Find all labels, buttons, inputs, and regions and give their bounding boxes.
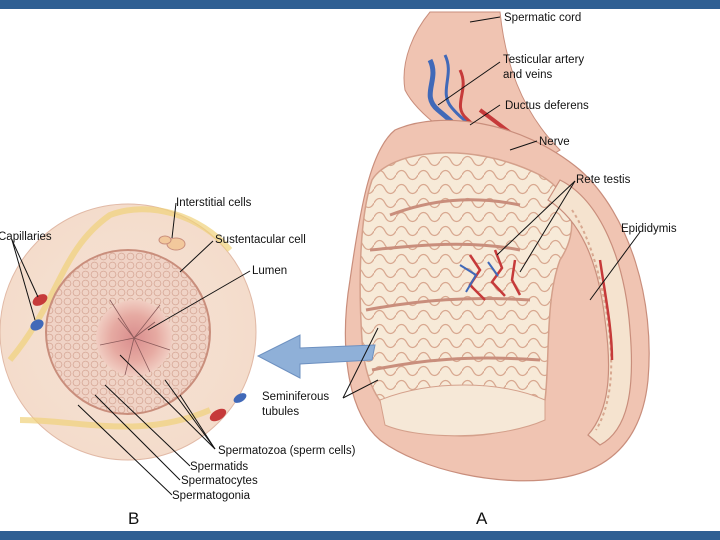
label-sustentacular-cell: Sustentacular cell (215, 234, 306, 246)
leader-lines (11, 16, 641, 496)
label-nerve: Nerve (539, 136, 570, 148)
label-rete-testis: Rete testis (576, 174, 631, 186)
label-spermatozoa: Spermatozoa (sperm cells) (218, 445, 356, 457)
label-and-veins: and veins (503, 69, 552, 81)
label-spermatic-cord: Spermatic cord (504, 12, 581, 24)
top-frame-bar (0, 0, 720, 9)
capillary-red (32, 294, 48, 306)
testis-illustration (256, 11, 650, 482)
label-spermatids: Spermatids (190, 461, 248, 473)
label-spermatogonia: Spermatogonia (172, 490, 251, 502)
label-capillaries: Capillaries (0, 231, 52, 243)
label-interstitial-cells: Interstitial cells (176, 197, 252, 209)
label-seminiferous: Seminiferous (262, 391, 329, 403)
zoom-arrow (256, 334, 376, 379)
label-tubules: tubules (262, 406, 299, 418)
testis-diagram: Spermatic cord Testicular artery and vei… (0, 11, 677, 528)
panel-letter-b: B (128, 509, 139, 528)
label-epididymis: Epididymis (621, 223, 677, 235)
label-ductus-deferens: Ductus deferens (505, 100, 589, 112)
panel-letter-a: A (476, 509, 488, 528)
tubule-cross-section (0, 203, 257, 461)
label-testicular-artery: Testicular artery (503, 54, 584, 66)
label-lumen: Lumen (252, 265, 287, 277)
bottom-frame-bar (0, 531, 720, 540)
capillary-blue (30, 319, 44, 331)
label-spermatocytes: Spermatocytes (181, 475, 258, 487)
